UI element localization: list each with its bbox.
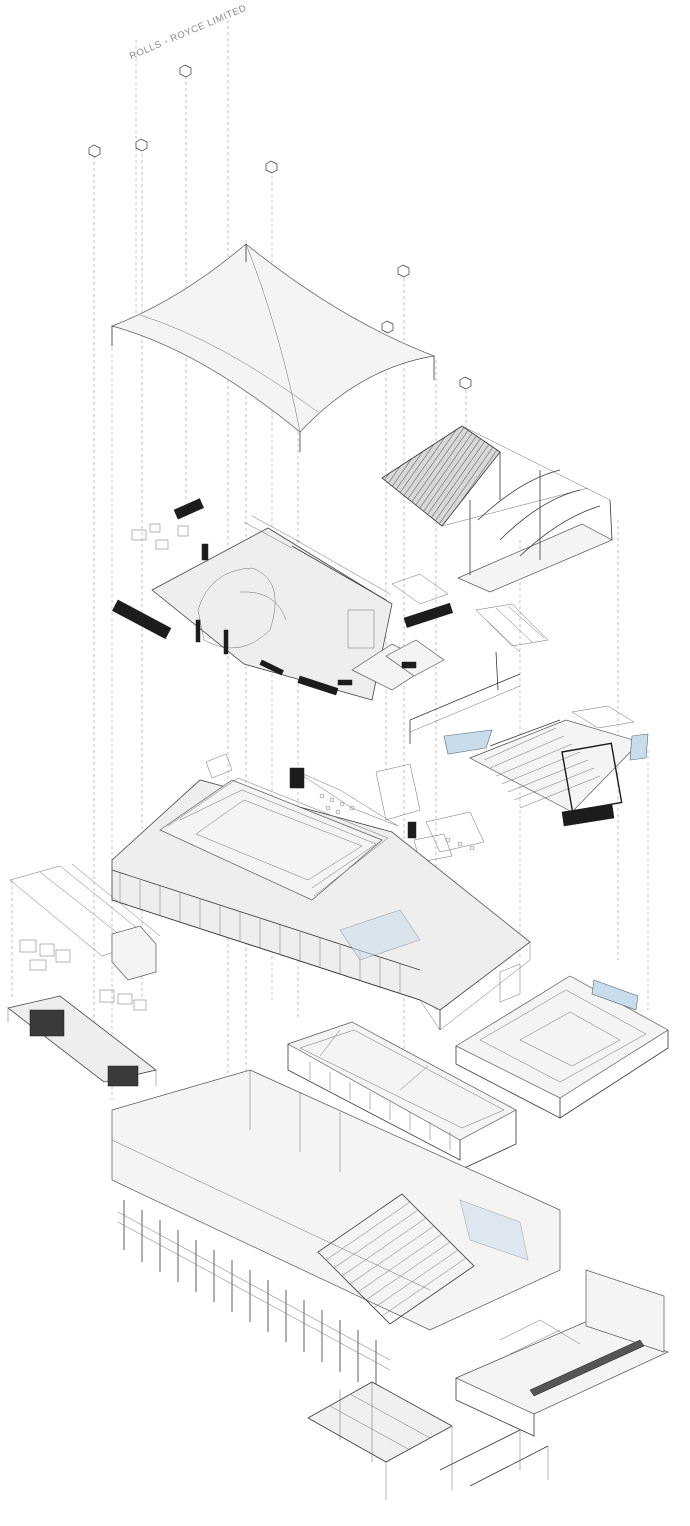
- canopy-roof-layer: [110, 243, 436, 452]
- auditorium-layer: [443, 705, 649, 827]
- main-building-layer: [111, 753, 531, 1031]
- seating-rows: [483, 727, 601, 809]
- upper-floor-layer: [112, 498, 549, 744]
- side-wing-layer: [287, 1021, 517, 1171]
- facade-mullions: [119, 873, 401, 994]
- marker-boxes: [88, 64, 472, 390]
- desk-clusters: [19, 939, 147, 1011]
- wing-windows: [309, 1062, 451, 1150]
- structural-frame-layer: [111, 1069, 669, 1500]
- side-offices-layer: [7, 863, 161, 1087]
- side-canopy-layer: [381, 425, 613, 593]
- columns-row: [117, 1200, 391, 1392]
- mezzanine-layer: [289, 763, 485, 863]
- annex-layer: [455, 963, 669, 1119]
- furniture-cluster: [131, 523, 189, 550]
- beam-grid: [307, 1319, 581, 1500]
- chairs-cluster: [319, 793, 475, 851]
- roof-trusses: [317, 1193, 475, 1325]
